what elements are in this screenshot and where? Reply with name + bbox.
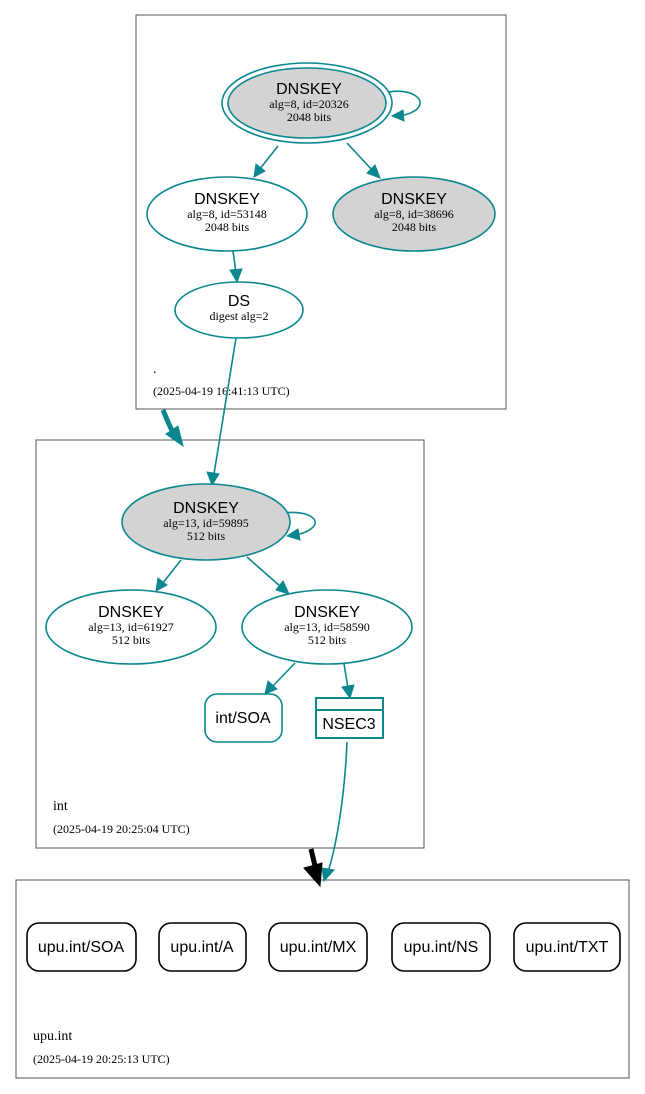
upu-mx-label: upu.int/MX (280, 939, 357, 956)
int-ksk-bits: 512 bits (187, 529, 226, 543)
int-zsk1-bits: 512 bits (112, 633, 151, 647)
int-zsk2-node: DNSKEY alg=13, id=58590 512 bits (241, 589, 413, 665)
root-zsk2-title: DNSKEY (381, 191, 447, 208)
int-zsk2-bits: 512 bits (308, 633, 347, 647)
zone-upu-timestamp: (2025-04-19 20:25:13 UTC) (33, 1052, 170, 1066)
root-zsk1-title: DNSKEY (194, 191, 260, 208)
upu-ns-label: upu.int/NS (404, 939, 479, 956)
upu-mx-node: upu.int/MX (268, 922, 368, 972)
root-zsk1-bits: 2048 bits (205, 220, 250, 234)
arrowhead (341, 684, 355, 700)
upu-soa-label: upu.int/SOA (38, 939, 125, 956)
edge-root-ksk-zsk1 (258, 145, 279, 171)
arrowhead (229, 268, 243, 284)
root-ksk-node: DNSKEY alg=8, id=20326 2048 bits (221, 62, 393, 144)
int-zsk1-node: DNSKEY alg=13, id=61927 512 bits (45, 589, 217, 665)
int-ksk-title: DNSKEY (173, 500, 239, 517)
upu-soa-node: upu.int/SOA (26, 922, 137, 972)
zone-root-name: . (153, 362, 157, 377)
int-ksk-node: DNSKEY alg=13, id=59895 512 bits (121, 483, 291, 561)
edge-int-zsk2-soa (271, 662, 296, 688)
edges (155, 90, 421, 888)
root-zsk2-alg: alg=8, id=38696 (374, 207, 454, 221)
root-zsk2-bits: 2048 bits (392, 220, 437, 234)
edge-int-ksk-zsk1 (161, 559, 182, 585)
root-ksk-alg: alg=8, id=20326 (269, 97, 349, 111)
int-soa-node: int/SOA (204, 693, 283, 743)
zone-upu-box (15, 879, 630, 1079)
int-zsk1-title: DNSKEY (98, 604, 164, 621)
edge-int-zsk2-nsec3 (343, 663, 349, 689)
zone-int-timestamp: (2025-04-19 20:25:04 UTC) (53, 822, 190, 836)
root-zsk2-node: DNSKEY alg=8, id=38696 2048 bits (332, 176, 496, 252)
zone-int-name: int (53, 799, 68, 814)
upu-ns-node: upu.int/NS (391, 922, 491, 972)
zone-root-timestamp: (2025-04-19 16:41:13 UTC) (153, 384, 290, 398)
upu-txt-node: upu.int/TXT (513, 922, 621, 972)
root-zsk1-node: DNSKEY alg=8, id=53148 2048 bits (146, 176, 308, 252)
arrowhead (321, 867, 335, 883)
arrowhead (366, 164, 381, 179)
int-nsec3-label: NSEC3 (322, 716, 375, 733)
root-ksk-bits: 2048 bits (287, 110, 332, 124)
root-ds-digest: digest alg=2 (209, 309, 268, 323)
root-ksk-title: DNSKEY (276, 81, 342, 98)
upu-txt-label: upu.int/TXT (526, 939, 609, 956)
edge-int-ksk-zsk2 (246, 556, 282, 588)
root-ds-title: DS (228, 293, 250, 310)
edge-nsec3-upu (327, 741, 348, 873)
int-zsk2-alg: alg=13, id=58590 (284, 620, 370, 634)
int-soa-label: int/SOA (215, 710, 270, 727)
edge-ds-int-ksk (213, 337, 237, 475)
arrowhead (285, 528, 301, 541)
arrowhead (264, 680, 278, 695)
arrowhead (155, 577, 168, 592)
int-nsec3-node: NSEC3 (315, 697, 384, 739)
root-ds-node: DS digest alg=2 (174, 281, 304, 339)
int-zsk1-alg: alg=13, id=61927 (88, 620, 174, 634)
int-ksk-alg: alg=13, id=59895 (163, 516, 249, 530)
edge-root-ksk-zsk2 (346, 142, 374, 172)
arrowhead (303, 862, 323, 888)
zone-upu-name: upu.int (33, 1029, 72, 1044)
arrowhead (165, 425, 184, 448)
arrowhead (253, 163, 266, 178)
root-zsk1-alg: alg=8, id=53148 (187, 207, 267, 221)
arrowhead (206, 471, 220, 487)
int-zsk2-title: DNSKEY (294, 604, 360, 621)
upu-a-node: upu.int/A (158, 922, 247, 972)
arrowhead (390, 109, 405, 122)
arrowhead (275, 580, 290, 595)
upu-a-label: upu.int/A (170, 939, 233, 956)
